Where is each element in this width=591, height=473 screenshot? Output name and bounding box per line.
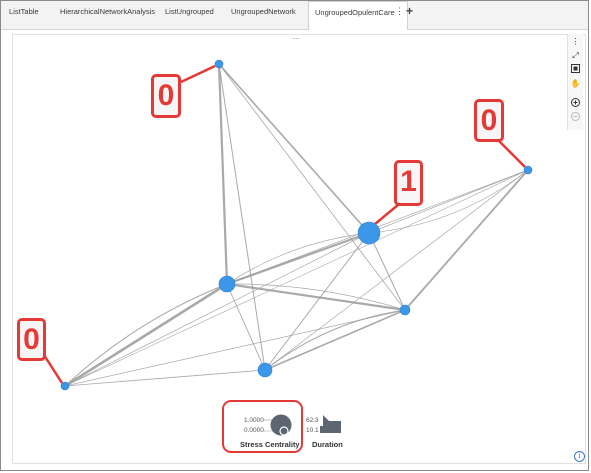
select-box-icon[interactable] [569, 64, 582, 76]
network-edge[interactable] [368, 169, 529, 234]
tab-menu-icon[interactable]: ⋮ [395, 6, 404, 16]
edge-width-legend-icon [320, 415, 341, 433]
callout-pointer [42, 354, 64, 384]
network-edge[interactable] [264, 309, 406, 371]
network-edge[interactable] [368, 169, 529, 234]
network-edge[interactable] [226, 232, 370, 285]
network-edge[interactable] [226, 283, 266, 371]
network-node[interactable] [257, 362, 273, 378]
network-node[interactable] [60, 381, 70, 391]
network-edge[interactable] [64, 232, 370, 387]
network-node[interactable] [214, 59, 224, 69]
network-edge[interactable] [218, 63, 266, 371]
node-size-legend-icon [263, 414, 292, 436]
legend-highlight [222, 400, 303, 453]
network-edges [64, 63, 529, 388]
callout-pointer [180, 64, 216, 84]
network-nodes[interactable] [60, 59, 533, 391]
tab-list-table[interactable]: ListTable [9, 7, 39, 16]
tab-list-ungrouped[interactable]: ListUngrouped [165, 7, 214, 16]
duration-min: 10.1 [306, 427, 319, 434]
network-edge[interactable] [368, 232, 406, 311]
stress-centrality-min: 0.0000 [244, 427, 264, 434]
duration-title: Duration [312, 440, 343, 449]
more-options-icon[interactable]: ⋮ [571, 37, 580, 46]
network-edge[interactable] [404, 169, 529, 311]
callout-stress-node-right: 0 [474, 99, 504, 142]
info-icon[interactable]: i [574, 451, 585, 462]
callout-stress-node-top: 0 [151, 74, 181, 118]
network-edge[interactable] [64, 283, 228, 387]
pan-hand-icon[interactable]: ✋ [570, 79, 581, 88]
duration-max: 62.3 [306, 417, 319, 424]
network-edge[interactable] [226, 283, 406, 311]
network-edge[interactable] [264, 232, 370, 371]
network-node[interactable] [357, 221, 381, 245]
network-edge[interactable] [264, 169, 529, 371]
tab-hierarchical-network-analysis[interactable]: HierarchicalNetworkAnalysis [60, 7, 156, 16]
callout-pointer [497, 139, 526, 168]
network-edge[interactable] [64, 309, 406, 387]
stress-centrality-max: 1.0000 [244, 417, 264, 424]
network-edge[interactable] [226, 231, 370, 286]
network-edge[interactable] [226, 282, 406, 312]
network-edge[interactable] [264, 309, 406, 371]
callout-pointers [42, 64, 526, 384]
zoom-out-icon[interactable] [569, 112, 582, 124]
drag-handle[interactable]: ···· [292, 34, 300, 43]
network-node[interactable] [218, 275, 236, 293]
canvas-toolbar: ⋮ ⤢ ✋ [567, 34, 583, 130]
network-node[interactable] [523, 165, 533, 175]
network-canvas[interactable] [12, 34, 586, 464]
network-edge[interactable] [218, 63, 406, 311]
tab-bar: ListTable HierarchicalNetworkAnalysis Li… [1, 1, 588, 30]
network-edge[interactable] [64, 282, 228, 388]
callout-stress-node-center: 1 [394, 160, 423, 206]
network-edge[interactable] [64, 369, 266, 387]
network-node[interactable] [399, 304, 411, 316]
zoom-in-icon[interactable] [569, 98, 582, 110]
tab-ungrouped-opulent-care[interactable]: UngroupedOpulentCare [308, 1, 408, 30]
callout-stress-node-left: 0 [17, 318, 46, 361]
network-edge[interactable] [64, 169, 529, 387]
network-edge[interactable] [218, 63, 370, 234]
stress-centrality-title: Stress Centrality [240, 440, 300, 449]
tab-ungrouped-network[interactable]: UngroupedNetwork [231, 7, 296, 16]
expand-icon[interactable]: ⤢ [572, 51, 579, 60]
network-edge[interactable] [217, 63, 229, 285]
add-tab-button[interactable]: + [406, 4, 414, 18]
